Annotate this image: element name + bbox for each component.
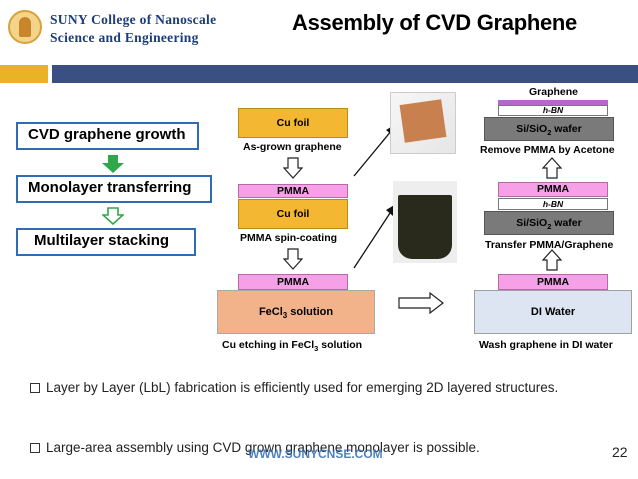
graphene-label: Graphene xyxy=(529,86,579,98)
cu-foil-layer: Cu foil xyxy=(238,199,348,229)
header-band-gold xyxy=(0,65,48,83)
logo-text-line2: Science and Engineering xyxy=(50,30,199,45)
hbn-layer: h-BN xyxy=(498,198,608,210)
right-arrow-outline-icon xyxy=(398,292,444,314)
flow-step-growth: CVD graphene growth xyxy=(16,122,199,150)
di-water-bath: DI Water xyxy=(474,290,632,334)
cu-foil-layer: Cu foil xyxy=(238,108,348,138)
down-arrow-outline-icon xyxy=(102,207,124,225)
sio2-label: Si/SiO xyxy=(516,217,548,229)
down-arrow-filled-icon xyxy=(102,155,124,173)
fecl3-solution-bath: FeCl3 solution xyxy=(217,290,375,334)
sio2-label: Si/SiO xyxy=(516,123,548,135)
fecl3-label-suffix: solution xyxy=(287,306,334,318)
down-arrow-outline-icon xyxy=(283,248,303,270)
graphene-layer xyxy=(498,100,608,105)
sio2-subscript: 2 xyxy=(547,128,552,138)
bullet-text: Layer by Layer (LbL) fabrication is effi… xyxy=(46,380,559,395)
bullet-item: Large-area assembly using CVD grown grap… xyxy=(30,438,560,458)
caption-cu-etching-subscript: 3 xyxy=(314,344,319,354)
caption-transfer: Transfer PMMA/Graphene xyxy=(485,239,614,251)
checkbox-bullet-icon xyxy=(30,443,40,453)
college-seal-logo xyxy=(8,10,42,44)
photo-cu-foil-sample xyxy=(399,99,447,143)
caption-remove-pmma: Remove PMMA by Acetone xyxy=(480,144,615,156)
caption-spin-coating: PMMA spin-coating xyxy=(240,232,338,244)
header-band-navy xyxy=(52,65,638,83)
pmma-layer: PMMA xyxy=(498,182,608,197)
pmma-layer: PMMA xyxy=(498,274,608,290)
sio2-wafer-layer: Si/SiO2 wafer xyxy=(484,211,614,235)
fecl3-subscript: 3 xyxy=(282,311,288,321)
pmma-layer: PMMA xyxy=(238,274,348,290)
flow-step-transfer: Monolayer transferring xyxy=(16,175,212,203)
sio2-subscript: 2 xyxy=(547,222,552,232)
page-number: 22 xyxy=(612,444,628,460)
photo-fecl3-liquid xyxy=(398,195,452,259)
slide-title: Assembly of CVD Graphene xyxy=(292,10,577,35)
sio2-wafer-layer: Si/SiO2 wafer xyxy=(484,117,614,141)
caption-as-grown: As-grown graphene xyxy=(243,141,342,153)
logo-text-line1: SUNY College of Nanoscale xyxy=(50,12,217,27)
sio2-label-suffix: wafer xyxy=(551,123,582,135)
checkbox-bullet-icon xyxy=(30,383,40,393)
caption-cu-etching-text: Cu etching in FeCl xyxy=(222,339,315,351)
down-arrow-outline-icon xyxy=(283,157,303,179)
bullet-item: Layer by Layer (LbL) fabrication is effi… xyxy=(30,378,560,398)
flow-step-stacking: Multilayer stacking xyxy=(16,228,196,256)
caption-wash-graphene: Wash graphene in DI water xyxy=(479,339,613,351)
caption-cu-etching-suffix: solution xyxy=(318,339,363,351)
hbn-layer: h-BN xyxy=(498,105,608,116)
fecl3-label: FeCl xyxy=(258,306,283,318)
pmma-layer: PMMA xyxy=(238,184,348,198)
bullet-text: Large-area assembly using CVD grown grap… xyxy=(46,440,480,455)
up-arrow-outline-icon xyxy=(542,249,562,271)
sio2-label-suffix: wafer xyxy=(551,217,582,229)
up-arrow-outline-icon xyxy=(542,157,562,179)
caption-cu-etching: Cu etching in FeCl3 solution xyxy=(222,339,362,353)
footer-url: WWW.SUNYCNSE.COM xyxy=(248,447,383,461)
